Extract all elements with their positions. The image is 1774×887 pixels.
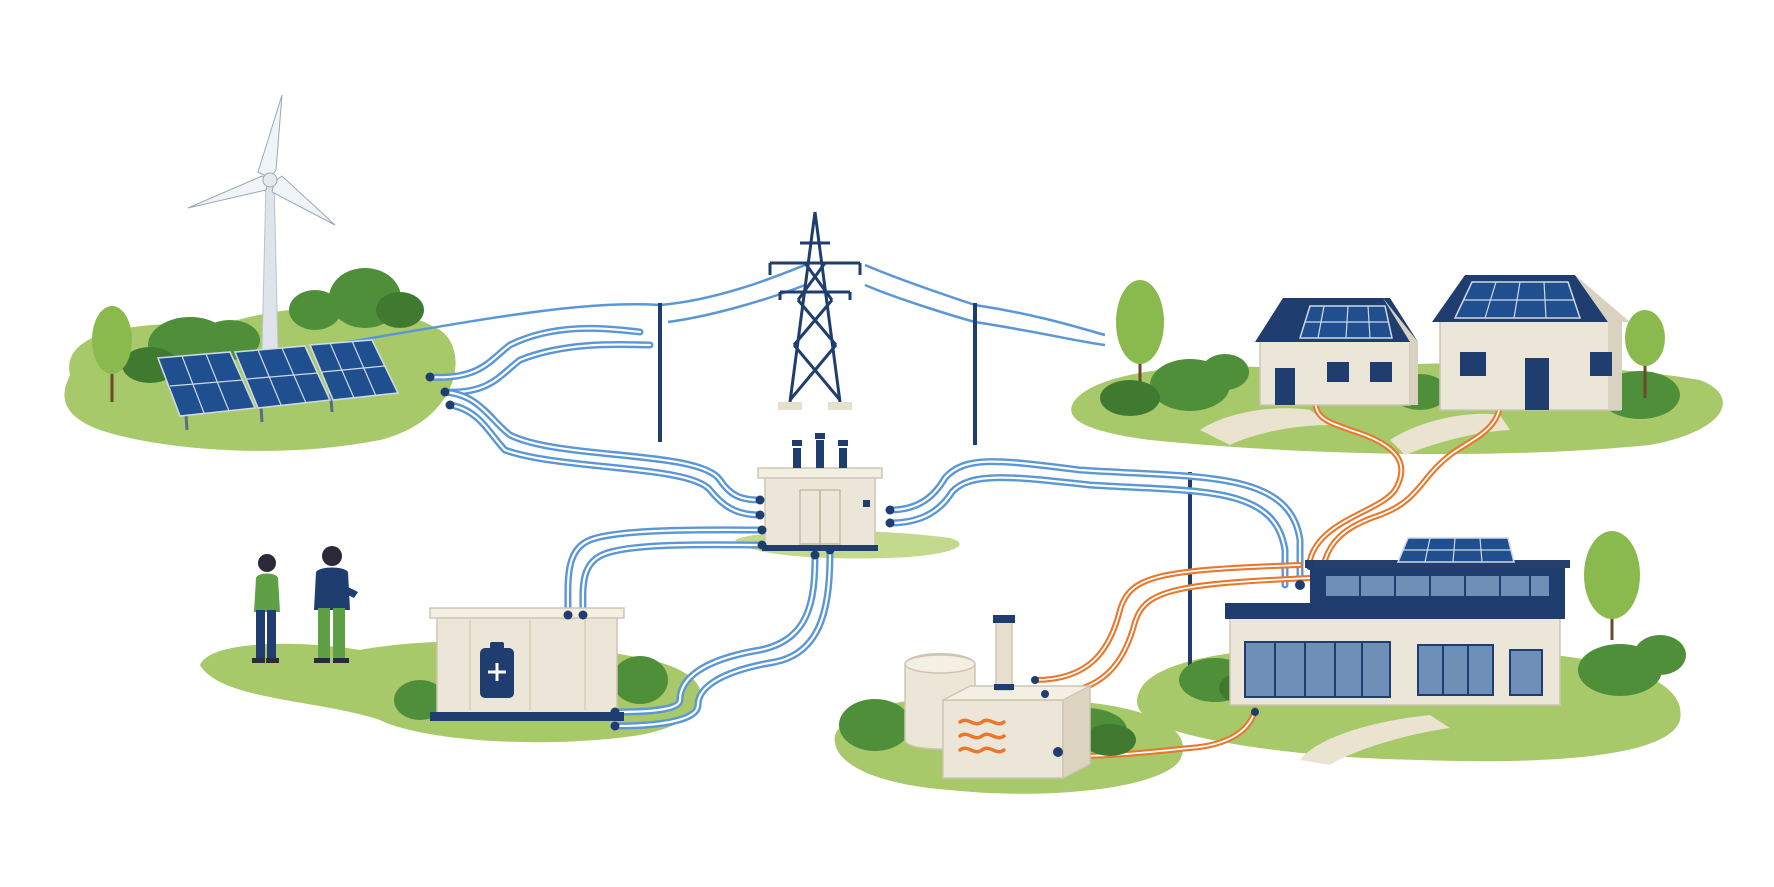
power-cables — [425, 324, 1304, 730]
tower-base — [778, 402, 852, 410]
walkway-office — [1300, 715, 1450, 765]
battery-icon — [480, 642, 514, 698]
transformer-bushings — [792, 433, 848, 468]
person-man — [314, 546, 358, 663]
wind-turbine — [187, 94, 336, 353]
house-right — [1432, 275, 1630, 411]
solar-array — [156, 339, 400, 431]
heat-plant — [839, 615, 1136, 780]
person-woman — [252, 554, 280, 663]
battery-storage-unit — [394, 607, 668, 731]
houses-foliage — [1100, 280, 1680, 419]
house-left — [1255, 298, 1418, 406]
walkway-houses — [1200, 408, 1330, 445]
walkway-houses-2 — [1390, 413, 1510, 455]
heat-waves-icon — [958, 718, 1006, 754]
substation-transformer — [755, 433, 895, 560]
transmission-tower — [768, 211, 862, 403]
solar-panel — [233, 345, 332, 409]
office-building — [1225, 537, 1570, 716]
overhead-lines — [329, 263, 1198, 676]
solar-panel — [308, 339, 400, 401]
